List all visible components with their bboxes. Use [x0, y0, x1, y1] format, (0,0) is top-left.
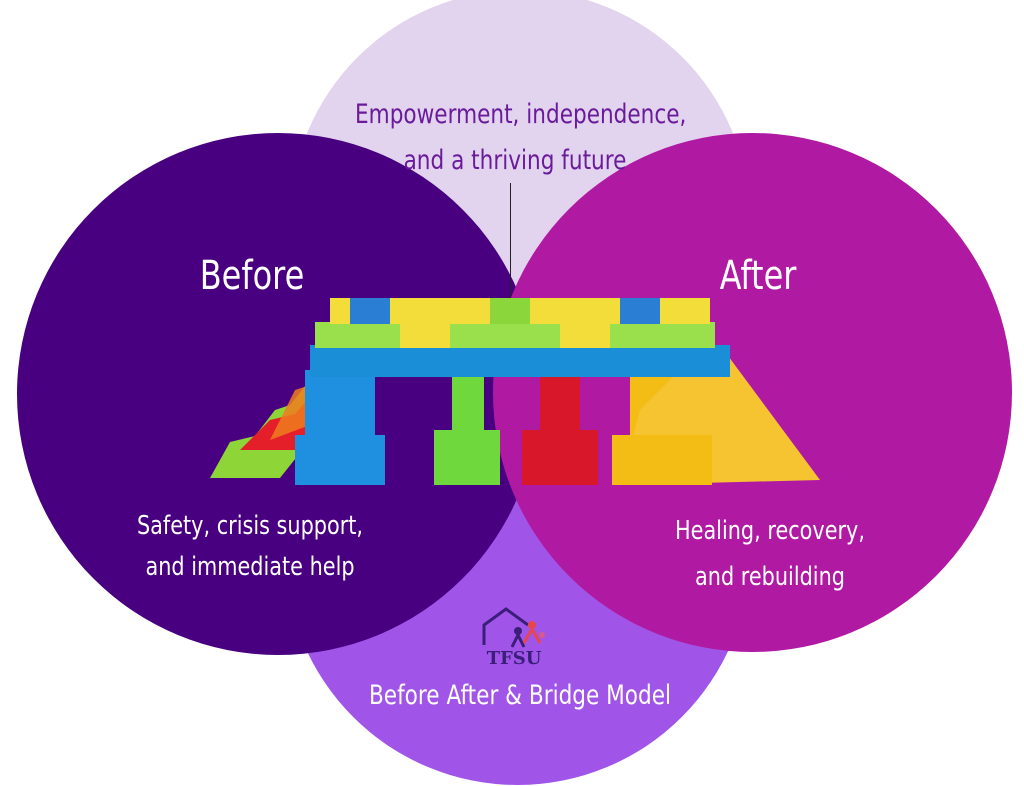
before-title: Before [199, 253, 305, 299]
bridge-label-line1: Empowerment, independence, [355, 99, 687, 130]
toy-brick-bridge-image [210, 298, 820, 485]
after-title: After [719, 253, 797, 299]
before-description: Safety, crisis support, and immediate he… [130, 506, 370, 588]
before-description-line2: and immediate help [145, 552, 355, 582]
before-description-line1: Safety, crisis support, [136, 511, 364, 541]
tfsu-logo [482, 607, 545, 648]
after-description-line2: and rebuilding [695, 562, 845, 592]
bridge-pointer-line [510, 183, 511, 333]
after-description-line1: Healing, recovery, [675, 516, 865, 546]
tfsu-logo-text: TFSU [486, 648, 542, 669]
bridge-label: Empowerment, independence, and a thrivin… [355, 92, 687, 184]
model-title: Before After & Bridge Model [368, 680, 672, 711]
after-description: Healing, recovery, and rebuilding [666, 508, 874, 600]
bridge-label-line2: and a thriving future [403, 145, 627, 176]
